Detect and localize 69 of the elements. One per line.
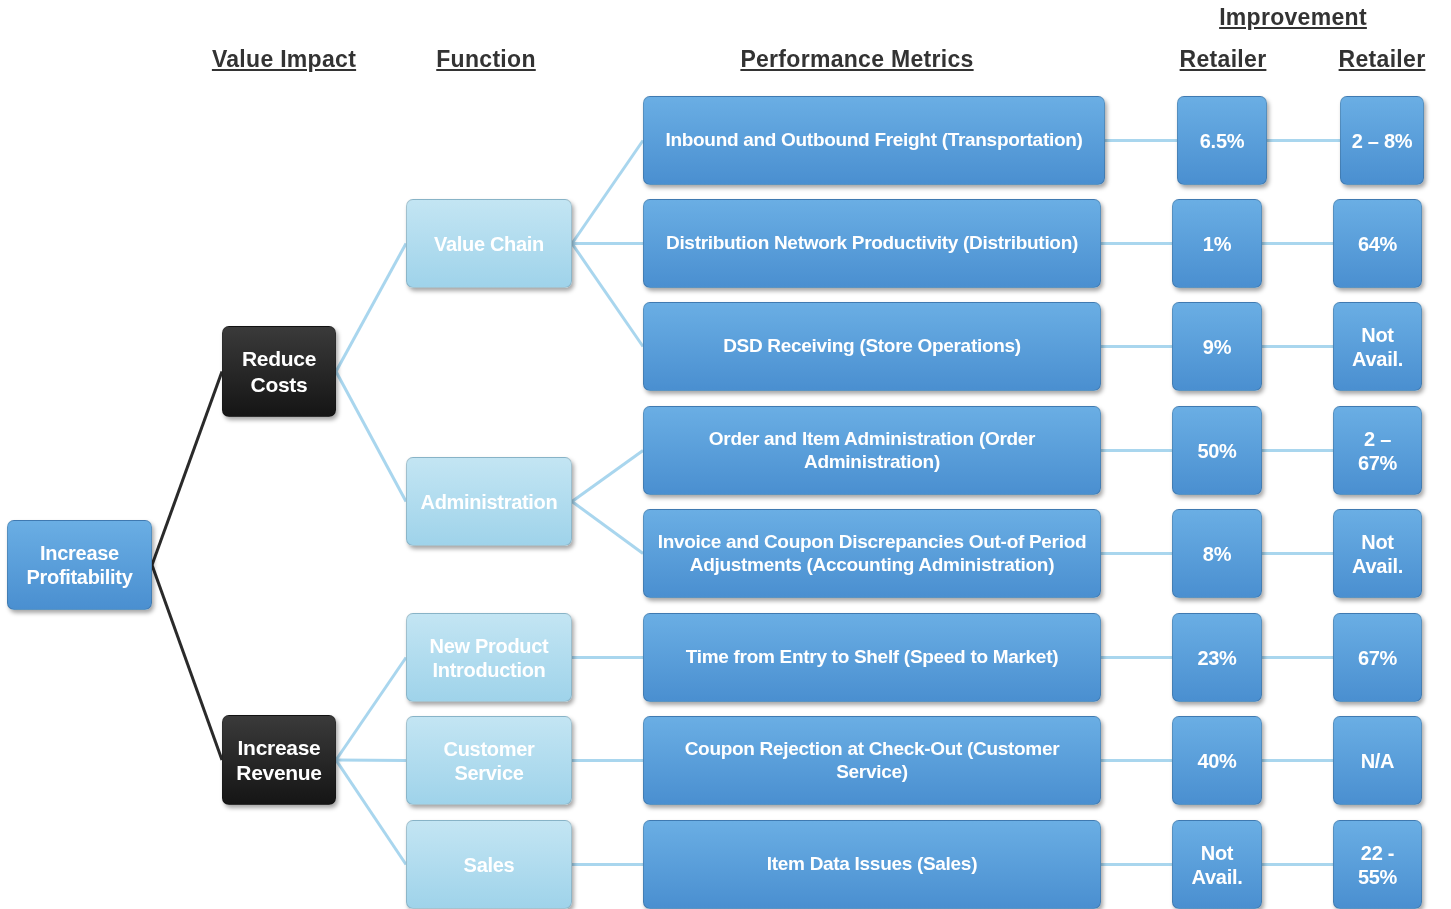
column-heading: Retailer [1179, 46, 1267, 73]
function-box: Administration [406, 457, 572, 546]
connector-line [150, 371, 224, 566]
value-box: 40% [1172, 716, 1262, 805]
value-box: Not Avail. [1333, 302, 1422, 391]
category-box: Increase Revenue [222, 715, 336, 805]
metric-box: Coupon Rejection at Check-Out (Customer Service) [643, 716, 1101, 805]
function-box: Sales [406, 820, 572, 909]
connector-line [1262, 449, 1333, 452]
connector-line [1105, 139, 1177, 142]
value-box: N/A [1333, 716, 1422, 805]
value-box: 2 – 8% [1340, 96, 1424, 185]
connector-line [1101, 656, 1172, 659]
metric-box: Distribution Network Productivity (Distribution) [643, 199, 1101, 288]
function-box: New Product Introduction [406, 613, 572, 702]
value-box: 8% [1172, 509, 1262, 598]
connector-line [336, 758, 406, 762]
metric-box: Time from Entry to Shelf (Speed to Market) [643, 613, 1101, 702]
connector-line [1262, 242, 1333, 245]
connector-line [572, 656, 643, 659]
metric-box: Invoice and Coupon Discrepancies Out-of Period Adjustments (Accounting Administration) [643, 509, 1101, 598]
connector-line [572, 759, 643, 762]
value-box: 22 - 55% [1333, 820, 1422, 909]
metric-box: DSD Receiving (Store Operations) [643, 302, 1101, 391]
connector-line [570, 242, 645, 348]
value-box: 64% [1333, 199, 1422, 288]
connector-line [334, 370, 408, 503]
connector-line [572, 863, 643, 866]
connector-line [1101, 449, 1172, 452]
value-box: 9% [1172, 302, 1262, 391]
value-box: 1% [1172, 199, 1262, 288]
connector-line [1262, 759, 1333, 762]
connector-line [1101, 552, 1172, 555]
connector-line [1101, 863, 1172, 866]
value-box: 2 – 67% [1333, 406, 1422, 495]
connector-line [1101, 759, 1172, 762]
value-box: 50% [1172, 406, 1262, 495]
connector-line [1262, 656, 1333, 659]
connector-line [334, 656, 408, 761]
value-box: 67% [1333, 613, 1422, 702]
function-box: Value Chain [406, 199, 572, 288]
connector-line [571, 500, 644, 555]
column-heading: Improvement [1219, 4, 1367, 31]
connector-line [1262, 345, 1333, 348]
connector-line [334, 759, 408, 866]
connector-line [334, 242, 408, 373]
value-box: Not Avail. [1333, 509, 1422, 598]
connector-line [1262, 552, 1333, 555]
connector-line [1101, 242, 1172, 245]
column-heading: Retailer [1338, 46, 1426, 73]
function-box: Customer Service [406, 716, 572, 805]
value-box: 6.5% [1177, 96, 1267, 185]
connector-line [150, 564, 224, 761]
connector-line [570, 139, 645, 245]
column-heading: Value Impact [211, 46, 357, 73]
value-box: Not Avail. [1172, 820, 1262, 909]
connector-line [1101, 345, 1172, 348]
connector-line [1262, 863, 1333, 866]
column-heading: Performance Metrics [740, 46, 974, 73]
connector-line [572, 242, 643, 245]
metric-box: Inbound and Outbound Freight (Transportation) [643, 96, 1105, 185]
value-box: 23% [1172, 613, 1262, 702]
metric-box: Item Data Issues (Sales) [643, 820, 1101, 909]
metric-box: Order and Item Administration (Order Administration) [643, 406, 1101, 495]
connector-line [571, 449, 644, 503]
goal-box: Increase Profitability [7, 520, 152, 610]
category-box: Reduce Costs [222, 326, 336, 417]
connector-line [1267, 139, 1340, 142]
column-heading: Function [436, 46, 536, 73]
